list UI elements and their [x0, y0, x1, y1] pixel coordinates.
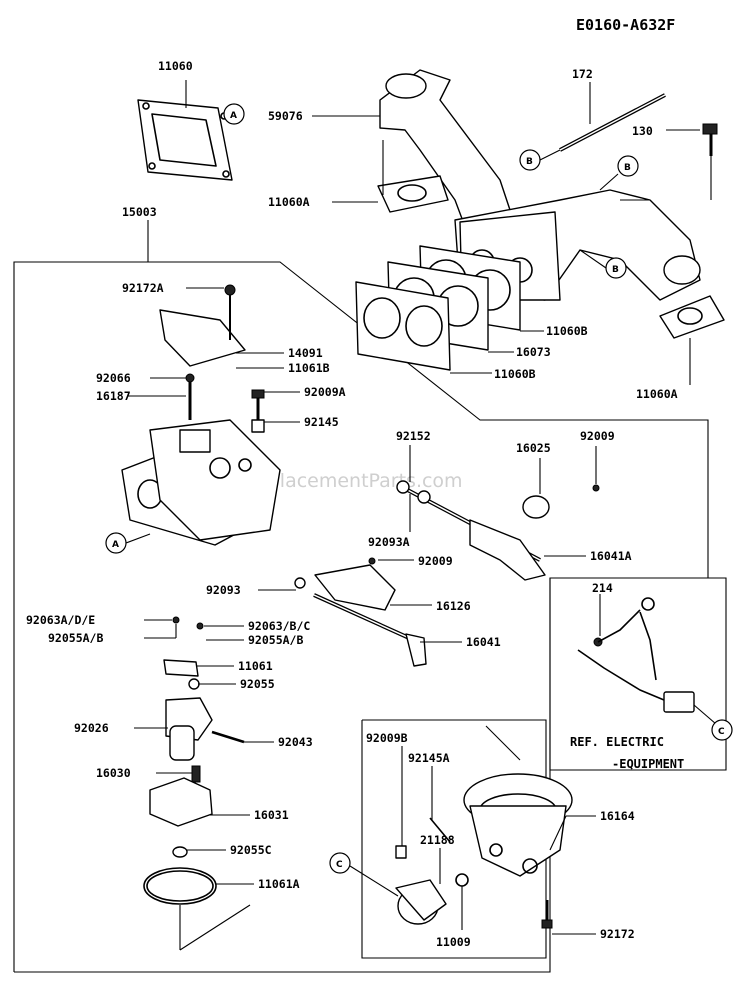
label-16041: 16041	[466, 635, 501, 649]
label-92009A: 92009A	[304, 385, 346, 399]
gasket-11060A-right	[659, 295, 725, 385]
label-92009-a: 92009	[580, 429, 615, 443]
label-16073: 16073	[516, 345, 551, 359]
label-11009: 11009	[436, 935, 471, 949]
wiring-harness	[577, 597, 717, 725]
gasket-11060A-top	[377, 140, 449, 213]
throttle-shaft	[396, 480, 600, 581]
carburetor-body	[121, 284, 281, 546]
callout-A-body: A	[105, 532, 127, 554]
gasket-11060	[137, 80, 233, 181]
callout-B-1: B	[519, 149, 541, 171]
label-16030: 16030	[96, 766, 131, 780]
label-14091: 14091	[288, 346, 323, 360]
label-11060A-top: 11060A	[268, 195, 310, 209]
ref-note-line2: -EQUIPMENT	[612, 757, 684, 771]
label-172: 172	[572, 67, 593, 81]
callout-B-3: B	[605, 257, 627, 279]
label-59076: 59076	[268, 109, 303, 123]
svg-text:A: A	[112, 540, 119, 550]
label-130: 130	[632, 124, 653, 138]
label-16031: 16031	[254, 808, 289, 822]
label-11060B-b: 11060B	[494, 367, 536, 381]
label-16025: 16025	[516, 441, 551, 455]
label-92043: 92043	[278, 735, 313, 749]
svg-text:B: B	[612, 265, 619, 275]
label-15003: 15003	[122, 205, 157, 219]
label-16164: 16164	[600, 809, 635, 823]
label-16187: 16187	[96, 389, 131, 403]
label-92152: 92152	[396, 429, 431, 443]
label-92055: 92055	[240, 677, 275, 691]
label-92026: 92026	[74, 721, 109, 735]
label-11060B-a: 11060B	[546, 324, 588, 338]
diagram-code: E0160-A632F	[576, 16, 675, 34]
float-bowl-assembly	[143, 616, 245, 905]
callout-B-2: B	[617, 155, 639, 177]
part-labels: 11060 172 59076 130 11060A 15003 92172A …	[26, 59, 678, 949]
callout-C-wire: C	[711, 719, 733, 741]
label-11061: 11061	[238, 659, 273, 673]
label-92066: 92066	[96, 371, 131, 385]
svg-text:A: A	[230, 111, 237, 121]
label-92055C: 92055C	[230, 843, 272, 857]
callout-A-gasket: A	[223, 103, 245, 125]
label-92055AB-left: 92055A/B	[48, 631, 103, 645]
stud-172	[559, 82, 666, 152]
throttle-body-16164	[395, 725, 573, 929]
svg-text:B: B	[526, 157, 533, 167]
label-92063BC: 92063/B/C	[248, 619, 310, 633]
label-11061A: 11061A	[258, 877, 300, 891]
callouts: A A B B B C C	[105, 103, 733, 897]
choke-shaft	[294, 557, 427, 667]
leader-lines	[128, 115, 700, 935]
label-214: 214	[592, 581, 613, 595]
label-16041A: 16041A	[590, 549, 632, 563]
label-16126: 16126	[436, 599, 471, 613]
label-92172: 92172	[600, 927, 635, 941]
label-11060: 11060	[158, 59, 193, 73]
label-92009B: 92009B	[366, 731, 408, 745]
label-92093: 92093	[206, 583, 241, 597]
ref-note-line1: REF. ELECTRIC	[570, 735, 664, 749]
label-92145: 92145	[304, 415, 339, 429]
label-92093A: 92093A	[368, 535, 410, 549]
gasket-stack	[355, 245, 521, 371]
label-11060A-right: 11060A	[636, 387, 678, 401]
svg-text:C: C	[336, 860, 343, 870]
bolt-130	[702, 123, 718, 200]
label-92172A: 92172A	[122, 281, 164, 295]
label-92055AB-right: 92055A/B	[248, 633, 303, 647]
label-92009-b: 92009	[418, 554, 453, 568]
label-92063ADE: 92063A/D/E	[26, 613, 95, 627]
svg-text:B: B	[624, 163, 631, 173]
svg-text:C: C	[718, 727, 725, 737]
label-11061B: 11061B	[288, 361, 330, 375]
label-92145A: 92145A	[408, 751, 450, 765]
callout-C-solenoid: C	[329, 852, 351, 874]
label-21188: 21188	[420, 833, 455, 847]
